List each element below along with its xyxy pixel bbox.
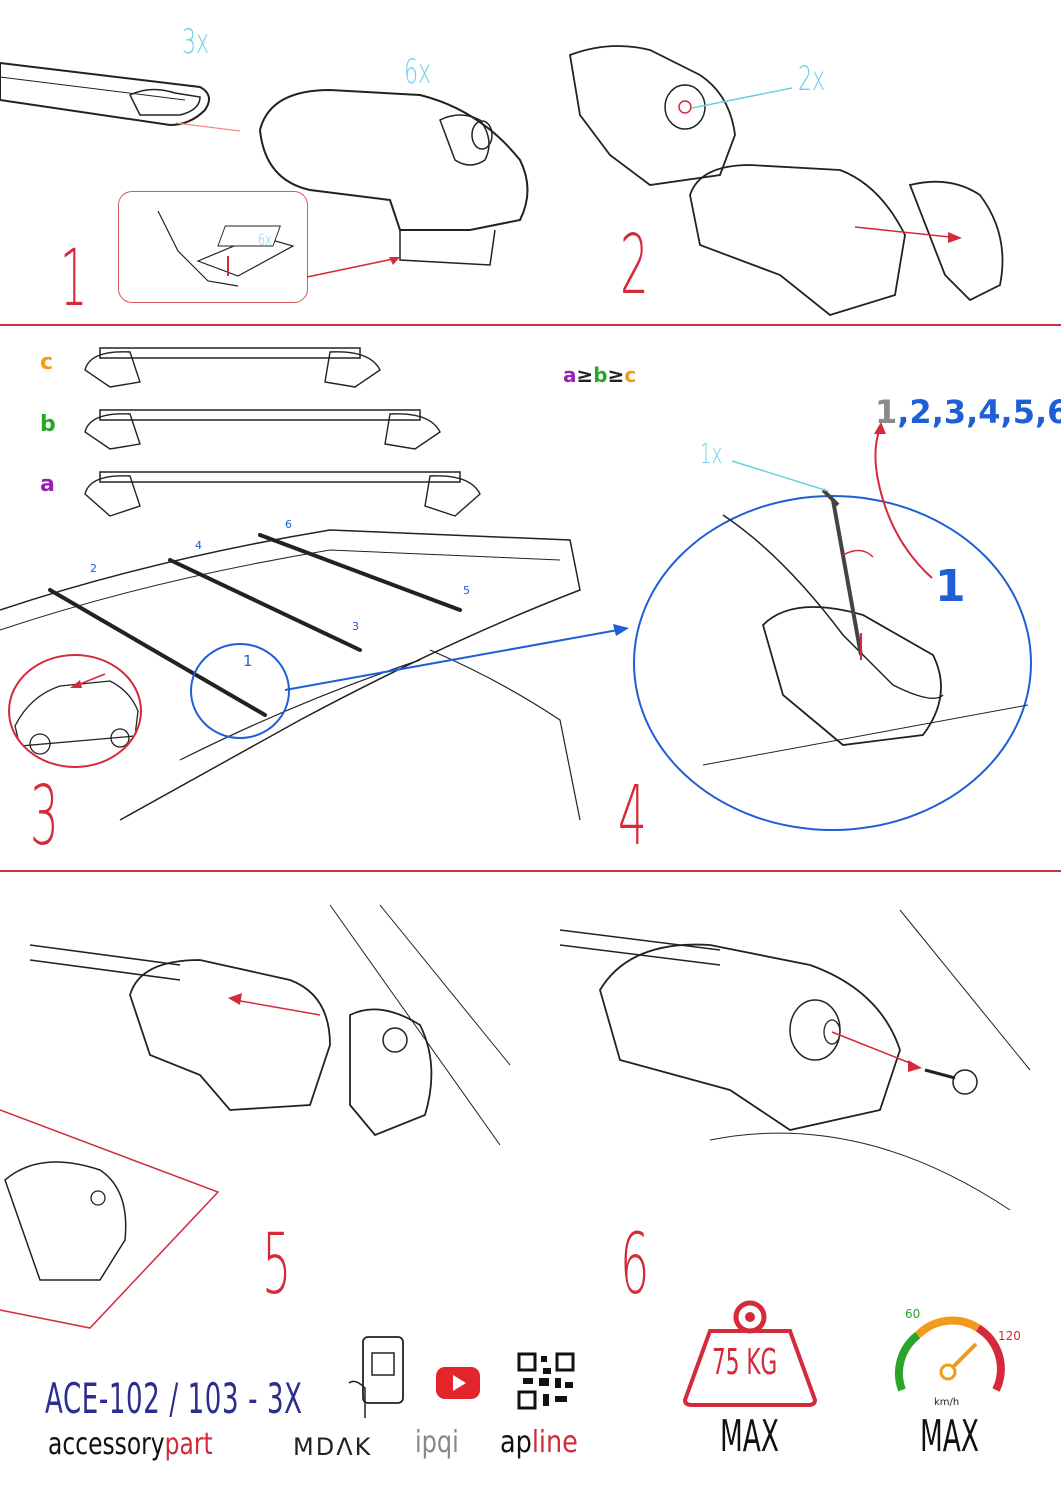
size-b-label: b [40, 412, 56, 437]
brand-accessorypart: accessorypart [48, 1430, 213, 1460]
pad-illustration [157, 210, 295, 287]
wrench-detail-illustration [702, 488, 1029, 766]
detail-position-label: 1 [935, 561, 966, 612]
qty-arrow [691, 87, 793, 109]
tighten-sequence: 1,2,3,4,5,6 [875, 396, 1061, 428]
crossbar-illustration [0, 61, 241, 132]
inset-arrow [306, 257, 400, 278]
car-thumbnail [8, 654, 142, 768]
lock-foot-illustration [568, 45, 736, 186]
weight-max: MAX [720, 1411, 779, 1462]
section-divider-top [0, 324, 1061, 326]
bar-size-b [84, 409, 441, 450]
detail-circle [633, 495, 1032, 831]
bar-size-c [84, 347, 381, 388]
step-3-number: 3 [30, 769, 59, 864]
position-6: 6 [285, 518, 292, 531]
bar-size-a [84, 471, 481, 517]
wrench-quantity: 1x [700, 437, 723, 470]
car-icon [14, 673, 139, 755]
order-a: a [563, 363, 577, 387]
foot-open-illustration [689, 164, 1004, 317]
sequence-rest: ,2,3,4,5,6 [897, 393, 1061, 431]
order-ge-1: ≥ [576, 363, 594, 387]
step-5-number: 5 [262, 1215, 292, 1313]
youtube-icon [436, 1367, 480, 1399]
step-4-number: 4 [618, 769, 647, 864]
speed-low: 60 [905, 1307, 921, 1321]
sequence-arrow [874, 422, 933, 579]
size-a-label: a [40, 472, 55, 497]
brand-line: line [531, 1425, 578, 1460]
position-3: 3 [352, 620, 359, 633]
speed-high: 120 [998, 1329, 1021, 1343]
brand-apline: apline [500, 1428, 578, 1458]
speed-unit: km/h [934, 1397, 960, 1408]
key-removal-illustration [559, 909, 1031, 1211]
locked-foot-inset [0, 1109, 220, 1329]
qr-code-icon [517, 1352, 575, 1410]
position-4: 4 [195, 539, 202, 552]
car-roof-illustration [0, 529, 581, 821]
brand-part: part [164, 1427, 213, 1462]
order-ge-2: ≥ [607, 363, 625, 387]
position-1-highlight [190, 643, 290, 739]
detail-arrow [284, 624, 629, 691]
size-order-rule: a≥b≥c [563, 365, 636, 385]
position-5: 5 [463, 584, 470, 597]
sequence-first: 1 [875, 393, 898, 431]
speedometer-icon [894, 1316, 1005, 1392]
phone-qr-icon [348, 1336, 404, 1418]
inset-quantity: 6x [258, 230, 272, 249]
step-6-number: 6 [620, 1215, 650, 1313]
weight-value: 75 KG [712, 1342, 778, 1383]
position-2: 2 [90, 562, 97, 575]
section-divider-middle [0, 870, 1061, 872]
step-1-number: 1 [60, 234, 88, 324]
brand-mdak: MDΛK [293, 1433, 373, 1461]
order-b: b [593, 363, 608, 387]
brand-accessory: accessory [48, 1427, 165, 1462]
step-2-number: 2 [620, 218, 649, 313]
foot-illustration [258, 88, 529, 266]
model-code: ACE-102 / 103 - 3X [45, 1374, 303, 1423]
brand-ap: ap [500, 1425, 532, 1460]
foot-quantity: 6x [404, 52, 432, 92]
lock-quantity: 2x [798, 59, 826, 99]
size-c-label: c [40, 350, 54, 375]
wrench-qty-arrow [731, 460, 829, 492]
order-c: c [624, 363, 637, 387]
speed-max: MAX [920, 1411, 979, 1462]
weight-icon [682, 1300, 818, 1407]
foot-closing-illustration [29, 904, 511, 1146]
crossbar-quantity: 3x [182, 22, 210, 62]
detail-inset [118, 191, 308, 303]
brand-ipqi: ipqi [415, 1425, 459, 1460]
